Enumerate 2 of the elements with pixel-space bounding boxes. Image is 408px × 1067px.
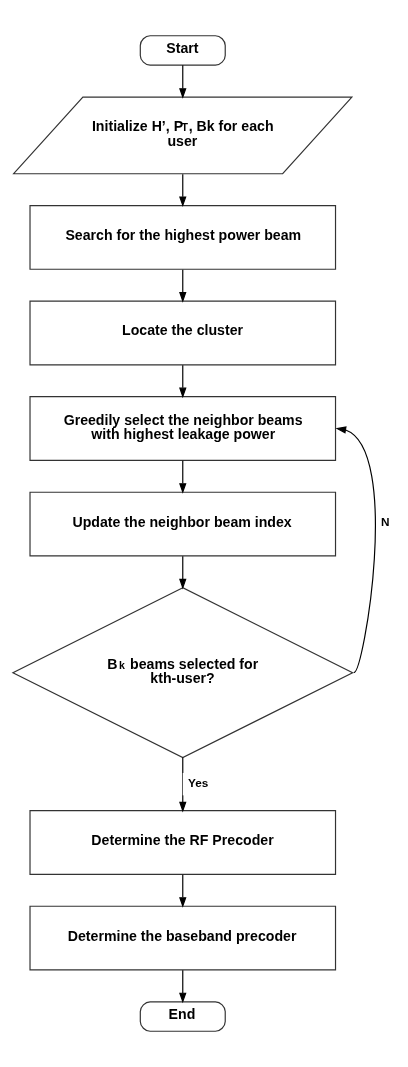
edge-label: Yes [188,775,209,789]
edge-label: N [380,515,390,529]
